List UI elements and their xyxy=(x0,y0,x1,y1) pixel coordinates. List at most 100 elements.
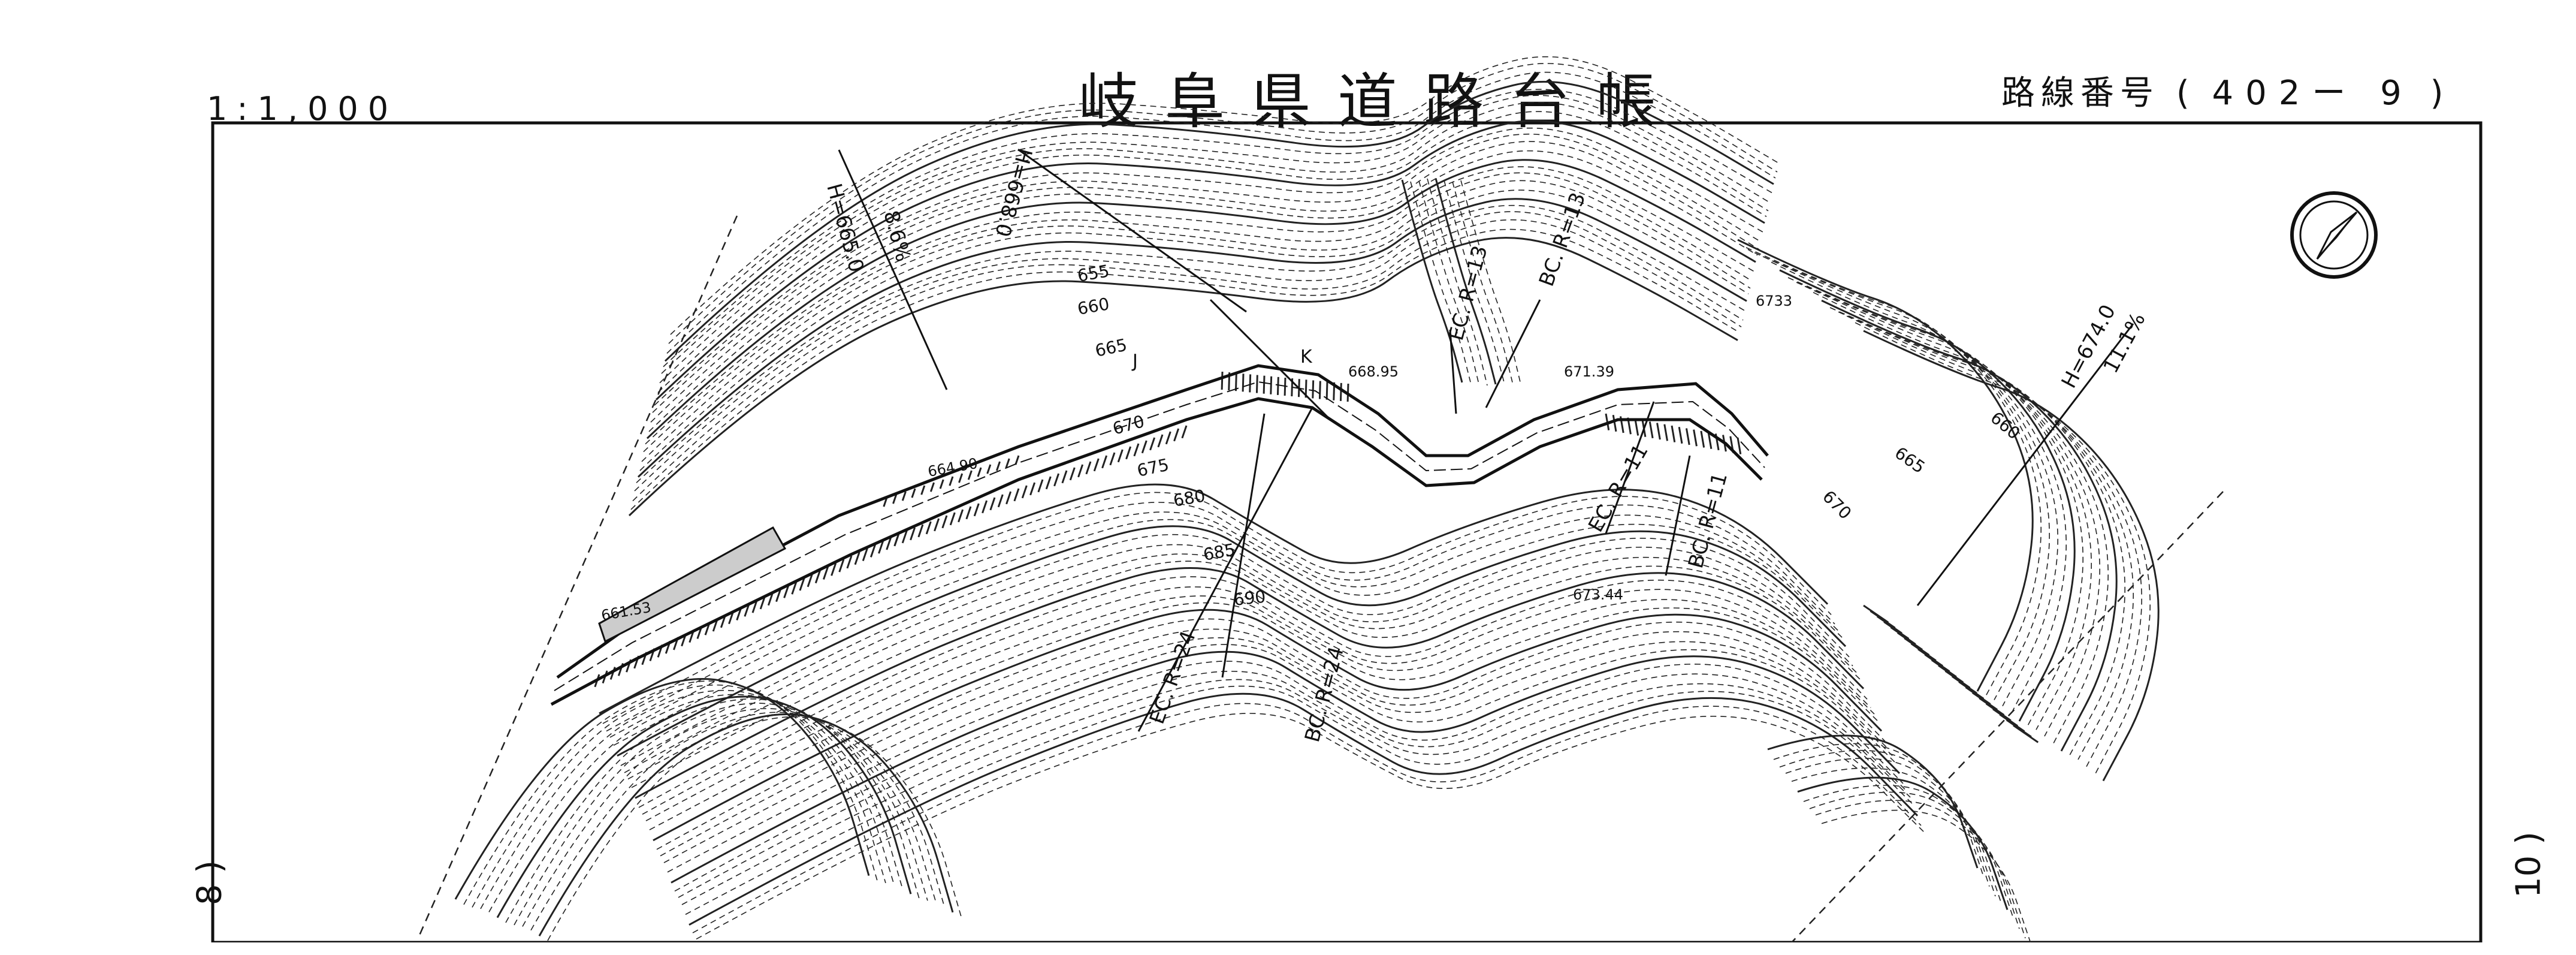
contour-line xyxy=(666,71,1776,354)
contour-line xyxy=(1737,239,2034,692)
hatch-tick xyxy=(1165,431,1171,445)
curve-label: BC. R=24 xyxy=(1300,644,1349,745)
hatch-tick xyxy=(1612,414,1617,432)
contour-line xyxy=(655,120,1765,400)
contour-line xyxy=(606,502,1835,732)
hatch-tick xyxy=(1117,449,1124,463)
contour-line xyxy=(547,716,962,941)
hatch-tick xyxy=(958,509,964,523)
contour-line xyxy=(1754,252,2050,700)
hatch-tick xyxy=(973,503,980,517)
hatch-tick xyxy=(934,518,940,532)
hatch-tick xyxy=(823,567,829,580)
hatch-tick xyxy=(1037,479,1044,493)
hatch-tick xyxy=(814,570,821,584)
hatch-tick xyxy=(995,461,1001,471)
hatch-tick xyxy=(1014,455,1020,465)
hatch-tick xyxy=(986,464,992,474)
contour-line xyxy=(463,680,878,905)
hatch-tick xyxy=(854,552,860,565)
hatch-tick xyxy=(941,515,948,529)
contour-line xyxy=(1771,261,2067,715)
contour-line xyxy=(688,692,1919,926)
contour-line xyxy=(1767,734,1979,869)
hatch-tick xyxy=(883,497,888,507)
curve-label: EC. R=11 xyxy=(1584,440,1653,536)
elevation-label: 671.39 xyxy=(1564,363,1614,380)
curve-label: BC. R=13 xyxy=(1535,189,1590,290)
contour-label: 655 xyxy=(1076,261,1110,286)
contour-line xyxy=(1410,181,1471,382)
contour-line xyxy=(656,618,1886,850)
grade-label: H=668.0 xyxy=(990,146,1037,240)
hatch-tick xyxy=(1093,458,1100,472)
hatch-tick xyxy=(1021,485,1028,499)
hatch-tick xyxy=(869,544,876,558)
route-close-paren: ) xyxy=(2430,74,2450,113)
hatch-tick xyxy=(982,500,988,514)
contour-line xyxy=(1443,180,1505,382)
contour-line xyxy=(634,211,1744,492)
contour-line xyxy=(650,141,1760,423)
road xyxy=(550,364,1769,706)
hatch-tick xyxy=(911,488,916,498)
contour-line xyxy=(636,204,1745,483)
elevation-label: 664.90 xyxy=(926,455,979,480)
contour-line xyxy=(639,189,1749,471)
hatch-tick xyxy=(1029,482,1036,496)
route-number-label: 路線番号 xyxy=(2001,74,2160,113)
hatch-tick xyxy=(1339,382,1342,401)
contour-label: 665 xyxy=(1891,443,1929,478)
hatch-tick xyxy=(1157,434,1164,448)
contour-line xyxy=(522,708,937,927)
contour-line xyxy=(668,63,1778,344)
route-open-paren: ( xyxy=(2176,74,2196,113)
road-centerline xyxy=(554,381,1765,691)
hatch-tick xyxy=(1737,437,1742,454)
hatch-tick xyxy=(901,491,907,501)
hatch-tick xyxy=(1061,470,1068,484)
hatch-tick xyxy=(1648,421,1654,439)
contour-line xyxy=(1797,776,2009,911)
hatch-tick xyxy=(2013,724,2039,743)
contour-line xyxy=(692,703,1922,933)
contour-line xyxy=(480,689,895,909)
north-arrow-icon xyxy=(2290,191,2378,279)
elevation-label: 6733 xyxy=(1756,293,1792,309)
hatch-tick xyxy=(831,562,837,576)
hatch-tick xyxy=(1318,381,1321,399)
leader-lines xyxy=(838,149,2134,732)
hatch-tick xyxy=(967,470,973,480)
contour-line xyxy=(631,561,1861,788)
contour-line xyxy=(1821,299,2118,752)
hatch-tick xyxy=(997,494,1004,508)
contour-line xyxy=(646,159,1756,439)
contour-line xyxy=(648,150,1758,432)
contour-line xyxy=(454,678,870,900)
hatch-tick xyxy=(1249,374,1252,393)
contour-line xyxy=(643,172,1753,453)
elevation-label: 673.44 xyxy=(1573,586,1623,603)
hatch-tick xyxy=(893,533,900,547)
contour-label: 660 xyxy=(1987,408,2024,444)
contour-line xyxy=(663,89,1772,367)
hatch-tick xyxy=(846,555,853,569)
contour-line xyxy=(1779,749,1990,887)
hatch-tick xyxy=(958,473,964,483)
stippled-shoulder xyxy=(598,526,787,643)
hatch-tick xyxy=(977,467,982,477)
contour-line xyxy=(472,684,886,908)
hatch-tick xyxy=(791,581,798,595)
contour-line xyxy=(1435,177,1497,385)
hatch-tick xyxy=(949,512,956,526)
contour-line xyxy=(1796,282,2092,730)
hatch-tick xyxy=(1678,426,1683,444)
contour-line xyxy=(1773,743,1984,876)
road-edge-south xyxy=(550,397,1763,706)
hatch-tick xyxy=(1685,428,1690,445)
hatch-tick xyxy=(807,574,813,588)
contour-line xyxy=(696,713,1925,940)
hatch-tick xyxy=(1125,446,1132,460)
contour-line xyxy=(1804,285,2101,737)
contour-line xyxy=(667,644,1896,873)
